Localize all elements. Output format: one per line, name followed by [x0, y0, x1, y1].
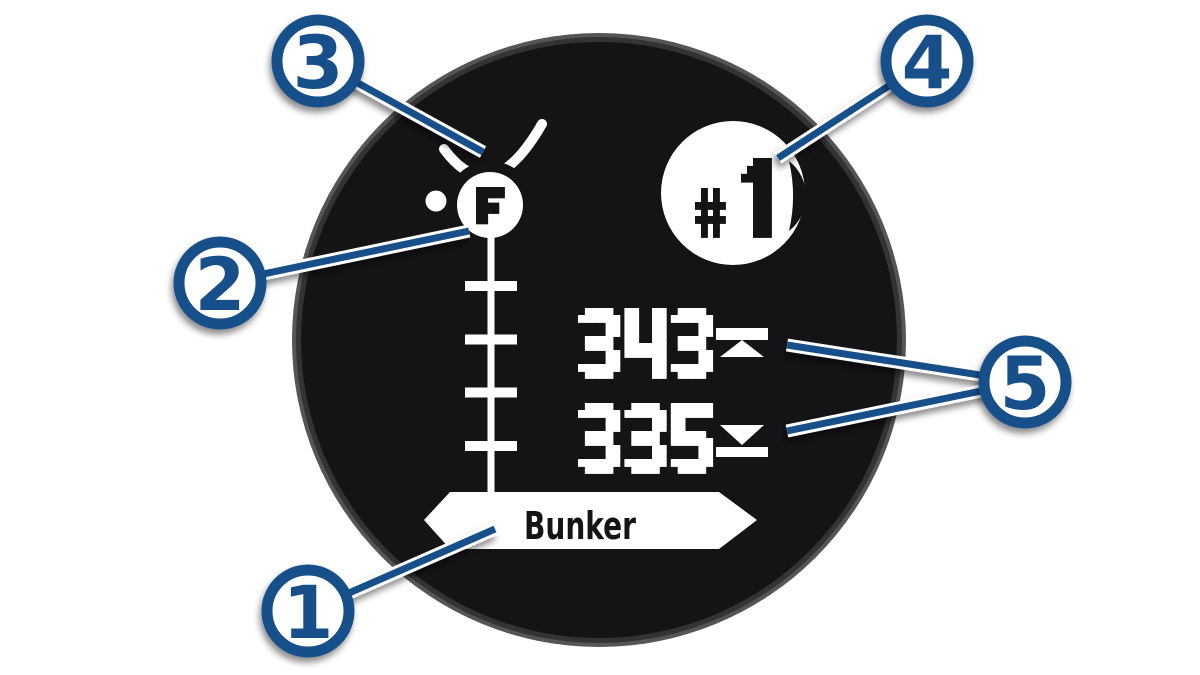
marker-triangle-up: [720, 340, 764, 357]
marker-triangle-down: [720, 425, 764, 445]
scale-tick: [465, 334, 517, 345]
scale-tick: [465, 387, 517, 398]
pin-label: [476, 187, 505, 225]
hole-circle: [661, 121, 805, 265]
distance-scale: [465, 236, 517, 492]
scale-tick: [465, 441, 517, 451]
position-dot-icon: [425, 190, 447, 212]
distance-back: [578, 308, 768, 379]
callout-5-label: 5: [1000, 342, 1051, 427]
front-of-green-marker-icon: [716, 425, 768, 457]
callout-4: 4: [880, 14, 974, 108]
callout-3-label: 3: [293, 21, 344, 106]
back-of-green-marker-icon: [716, 328, 768, 357]
hole-number-bubble: [661, 121, 807, 265]
callout-5: 5: [978, 335, 1072, 429]
hazard-banner: Bunker: [424, 492, 757, 549]
marker-bar: [716, 447, 768, 457]
hole-arc-icon: [789, 161, 807, 231]
hazard-banner-shape: [424, 492, 757, 549]
callout-2: 2: [173, 236, 267, 330]
scale-tick: [465, 281, 517, 291]
callout-1-label: 1: [283, 571, 334, 656]
hole-number: [741, 158, 772, 238]
distance-front: [578, 403, 768, 474]
callout-2-label: 2: [195, 243, 246, 328]
marker-bar: [716, 328, 768, 340]
distance-back-value: [578, 308, 714, 379]
scale-line: [487, 236, 495, 492]
callout-4-label: 4: [902, 21, 953, 106]
distance-front-value: [578, 403, 714, 474]
callout-3: 3: [271, 14, 365, 108]
hole-prefix: [695, 188, 726, 238]
callout-1: 1: [261, 564, 355, 658]
hazard-label: Bunker: [524, 504, 636, 548]
callout-circles: 1 2 3 4 5: [173, 14, 1072, 658]
